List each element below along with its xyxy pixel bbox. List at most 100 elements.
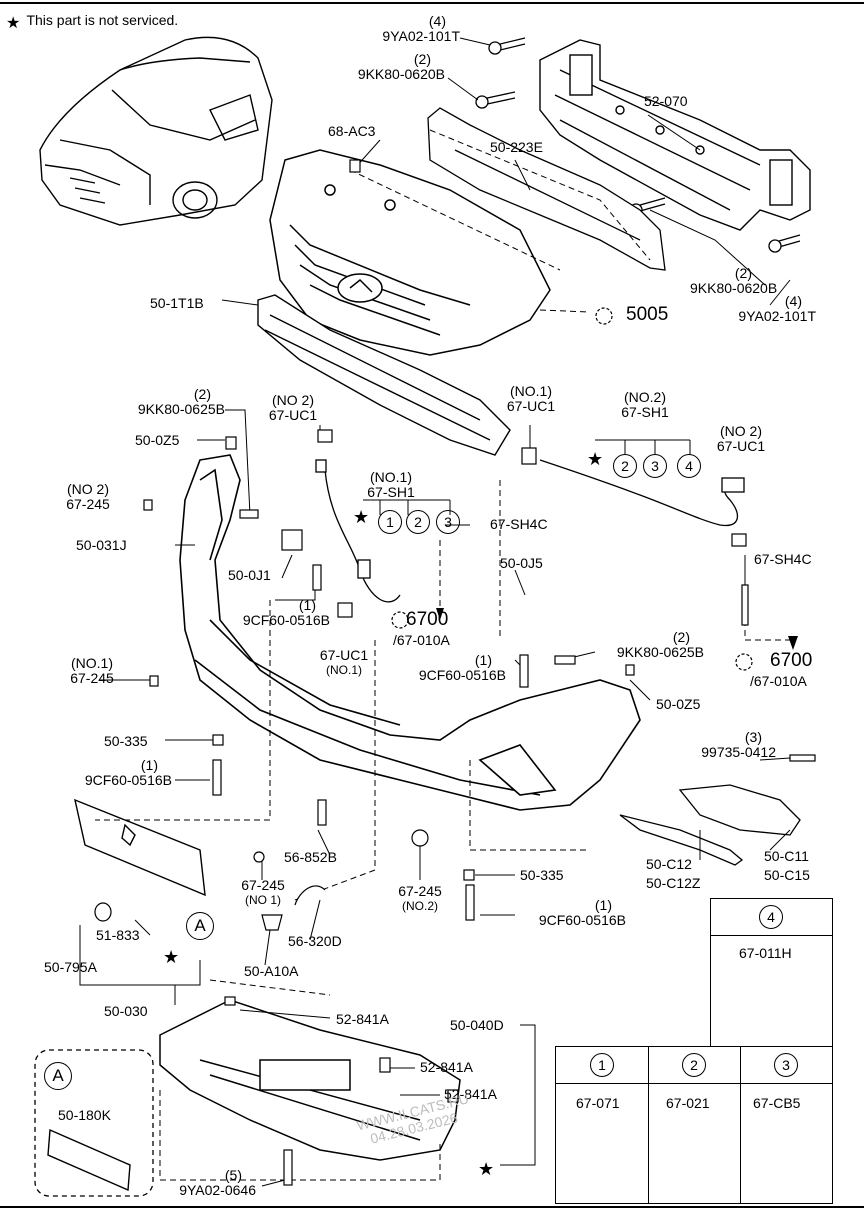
part-label-50-c12z[interactable]: 50-C12Z bbox=[646, 876, 700, 891]
part-subnote: (NO.2) bbox=[402, 899, 438, 913]
part-code: 52-841A bbox=[336, 1011, 389, 1027]
part-label-50-223e[interactable]: 50-223E bbox=[490, 140, 543, 155]
reference-circles bbox=[391, 307, 753, 671]
part-label-67-010a-a[interactable]: /67-010A bbox=[393, 633, 450, 648]
part-qty: (2) bbox=[413, 51, 431, 67]
part-label-9ya02-101t-top[interactable]: (4)9YA02-101T bbox=[370, 14, 460, 44]
part-label-9cf60-0516b-d[interactable]: (1)9CF60-0516B bbox=[520, 898, 626, 928]
part-code: 9YA02-101T bbox=[382, 28, 460, 44]
fasteners bbox=[94, 159, 816, 1186]
part-qty: (NO.1) bbox=[71, 655, 113, 671]
part-code: 50-0Z5 bbox=[656, 696, 701, 712]
part-label-99735-0412[interactable]: (3)99735-0412 bbox=[686, 730, 776, 760]
part-label-50-335-right[interactable]: 50-335 bbox=[520, 868, 564, 883]
part-label-5005[interactable]: 5005 bbox=[626, 305, 668, 325]
part-label-50-030[interactable]: 50-030 bbox=[104, 1004, 148, 1019]
part-qty: (2) bbox=[193, 386, 211, 402]
legend-box-1-3: 1 2 3 67-071 67-021 67-CB5 bbox=[555, 1046, 833, 1204]
part-label-52-841a-c[interactable]: 52-841A bbox=[444, 1087, 497, 1102]
legend-code-67-071: 67-071 bbox=[576, 1095, 620, 1111]
part-label-56-852b[interactable]: 56-852B bbox=[284, 850, 337, 865]
legend-box-4: 4 67-011H bbox=[710, 898, 833, 1048]
part-label-9ya02-0646[interactable]: (5)9YA02-0646 bbox=[162, 1168, 256, 1198]
radiator-grille bbox=[269, 149, 551, 356]
part-label-51-833[interactable]: 51-833 bbox=[96, 928, 140, 943]
part-label-50-335-left[interactable]: 50-335 bbox=[104, 734, 148, 749]
part-label-67-sh1-no1[interactable]: (NO.1)67-SH1 bbox=[331, 470, 451, 500]
part-code: 9CF60-0516B bbox=[84, 772, 172, 788]
part-qty: (2) bbox=[672, 629, 690, 645]
part-label-9kk80-0620b-right[interactable]: (2)9KK80-0620B bbox=[690, 266, 777, 296]
callout-2-a: 2 bbox=[406, 510, 430, 534]
part-code: 50-335 bbox=[520, 867, 564, 883]
part-label-56-320d[interactable]: 56-320D bbox=[288, 934, 342, 949]
part-label-50-180k[interactable]: 50-180K bbox=[58, 1108, 111, 1123]
part-label-50-031j[interactable]: 50-031J bbox=[76, 538, 127, 553]
bumper-reinforcement bbox=[539, 39, 811, 231]
part-label-50-0z5-left[interactable]: 50-0Z5 bbox=[135, 433, 179, 448]
part-label-67-245-no1-left[interactable]: (NO.1)67-245 bbox=[64, 656, 120, 686]
part-qty: (NO.1) bbox=[370, 469, 412, 485]
part-label-68-ac3[interactable]: 68-AC3 bbox=[328, 124, 375, 139]
legend-code-67-cb5: 67-CB5 bbox=[753, 1095, 801, 1111]
part-label-50-795a[interactable]: 50-795A bbox=[44, 960, 97, 975]
part-label-67-010a-b[interactable]: /67-010A bbox=[750, 674, 807, 689]
part-label-50-c11[interactable]: 50-C11 bbox=[764, 849, 809, 864]
part-label-50-0j5[interactable]: 50-0J5 bbox=[500, 556, 543, 571]
part-label-9ya02-101t-right[interactable]: (4)9YA02-101T bbox=[720, 294, 816, 324]
part-qty: (NO.1) bbox=[510, 383, 552, 399]
part-label-67-uc1-no2-a[interactable]: (NO 2)67-UC1 bbox=[262, 393, 324, 423]
part-code: 50-A10A bbox=[244, 963, 299, 979]
part-label-52-070[interactable]: 52-070 bbox=[644, 94, 688, 109]
part-label-6700-b[interactable]: 6700 bbox=[770, 651, 812, 671]
part-label-67-sh1-no2[interactable]: (NO.2)67-SH1 bbox=[612, 390, 678, 420]
part-label-52-841a-a[interactable]: 52-841A bbox=[336, 1012, 389, 1027]
part-code: 9CF60-0516B bbox=[418, 667, 506, 683]
part-label-6700-a[interactable]: 6700 bbox=[406, 610, 448, 630]
part-code: 50-031J bbox=[76, 537, 127, 553]
part-label-67-sh4c-b[interactable]: 67-SH4C bbox=[754, 552, 812, 567]
part-label-67-uc1-no1-top[interactable]: (NO.1)67-UC1 bbox=[498, 384, 564, 414]
part-label-50-040d[interactable]: 50-040D bbox=[450, 1018, 504, 1033]
part-label-50-a10a[interactable]: 50-A10A bbox=[244, 964, 298, 979]
part-qty: (NO 2) bbox=[720, 423, 762, 439]
part-code: 50-C15 bbox=[764, 867, 810, 883]
part-label-9cf60-0516b-a[interactable]: (1)9CF60-0516B bbox=[228, 598, 330, 628]
part-label-9kk80-0620b-top[interactable]: (2)9KK80-0620B bbox=[340, 52, 445, 82]
part-label-9kk80-0625b-left[interactable]: (2)9KK80-0625B bbox=[122, 387, 225, 417]
part-label-67-245-no2-left[interactable]: (NO 2)67-245 bbox=[60, 482, 116, 512]
part-label-9cf60-0516b-b[interactable]: (1)9CF60-0516B bbox=[402, 653, 506, 683]
fog-lamp-bezel bbox=[619, 784, 801, 866]
part-qty: (NO 2) bbox=[67, 481, 109, 497]
part-label-67-uc1-no1-bottom[interactable]: 67-UC1(NO.1) bbox=[314, 648, 374, 678]
part-label-67-sh4c-a[interactable]: 67-SH4C bbox=[490, 517, 548, 532]
part-label-50-c12[interactable]: 50-C12 bbox=[646, 857, 692, 872]
callout-3-b: 3 bbox=[643, 454, 667, 478]
part-code: 9YA02-101T bbox=[738, 308, 816, 324]
part-qty: (1) bbox=[140, 757, 158, 773]
part-qty: (NO.2) bbox=[624, 389, 666, 405]
part-code: 50-C11 bbox=[764, 848, 809, 864]
detail-a-marker-box: A bbox=[44, 1062, 72, 1090]
part-code: 50-223E bbox=[490, 139, 543, 155]
part-code: 56-320D bbox=[288, 933, 342, 949]
part-code: 67-245 bbox=[70, 670, 114, 686]
part-label-67-uc1-no2-b[interactable]: (NO 2)67-UC1 bbox=[708, 424, 774, 454]
part-code: 52-841A bbox=[420, 1059, 473, 1075]
vehicle-thumbnail bbox=[39, 36, 273, 226]
license-bracket bbox=[74, 798, 206, 897]
part-label-50-c15[interactable]: 50-C15 bbox=[764, 868, 810, 883]
part-label-67-245-no2-mid[interactable]: 67-245(NO.2) bbox=[392, 884, 448, 914]
part-label-50-1t1b[interactable]: 50-1T1B bbox=[150, 296, 204, 311]
part-qty: (1) bbox=[298, 597, 316, 613]
part-label-52-841a-b[interactable]: 52-841A bbox=[420, 1060, 473, 1075]
detail-a-box bbox=[34, 1049, 154, 1197]
part-code: 50-C12Z bbox=[646, 875, 701, 891]
part-label-67-245-no1-mid[interactable]: 67-245(NO 1) bbox=[232, 878, 294, 908]
part-label-50-0j1[interactable]: 50-0J1 bbox=[228, 568, 271, 583]
part-label-9cf60-0516b-c[interactable]: (1)9CF60-0516B bbox=[68, 758, 172, 788]
svg-text:★: ★ bbox=[587, 449, 603, 469]
part-label-9kk80-0625b-right[interactable]: (2)9KK80-0625B bbox=[600, 630, 704, 660]
part-code: 67-245 bbox=[398, 883, 442, 899]
part-label-50-0z5-right[interactable]: 50-0Z5 bbox=[656, 697, 700, 712]
